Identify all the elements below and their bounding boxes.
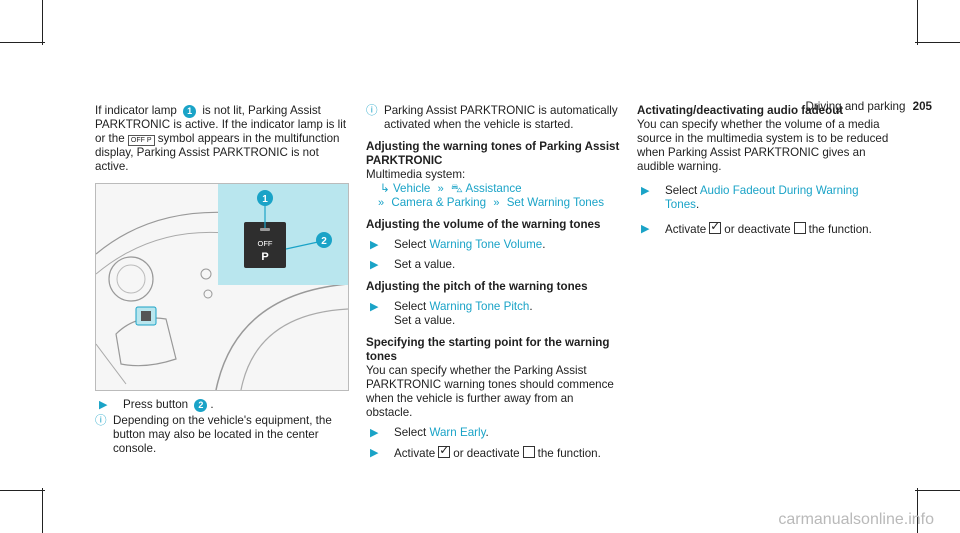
menu-path-2: » Camera & Parking » Set Warning Tones	[366, 196, 622, 210]
system-label: Multimedia system:	[366, 168, 466, 181]
menu-camera-parking[interactable]: Camera & Parking	[391, 196, 487, 209]
watermark: carmanualsonline.info	[778, 511, 934, 528]
info-note: ⓘ Parking Assist PARKTRONIC is automatic…	[366, 104, 618, 131]
checkbox-empty-icon	[793, 222, 806, 234]
step-arrow-icon: ▶	[370, 301, 379, 313]
double-chevron-icon: »	[493, 197, 500, 209]
heading-pitch: Adjusting the pitch of the warning tones	[366, 280, 588, 293]
crop-mark	[915, 42, 960, 43]
info-icon: ⓘ	[366, 104, 378, 117]
step-arrow-icon: ▶	[370, 259, 379, 271]
step-arrow-icon: ▶	[641, 223, 650, 235]
step-arrow-icon: ▶	[370, 447, 379, 459]
crop-mark	[0, 490, 45, 491]
checkbox-empty-icon	[522, 446, 535, 458]
callout-badge: 2	[194, 399, 208, 412]
step-select-volume: ▶ Select Warning Tone Volume.	[366, 238, 622, 252]
crop-mark	[917, 488, 918, 533]
paragraph-audio-fadeout: You can specify whether the volume of a …	[637, 118, 889, 173]
button-p-label: P	[261, 251, 268, 263]
menu-path-1: ↳ Vehicle » ⛍ Assistance	[366, 182, 622, 196]
heading-warning-tones: Adjusting the warning tones of Parking A…	[366, 140, 620, 167]
button-off-label: OFF	[258, 239, 273, 248]
step-arrow-icon: ▶	[99, 399, 108, 411]
column-middle: ⓘ Parking Assist PARKTRONIC is automatic…	[366, 104, 622, 461]
menu-vehicle[interactable]: Vehicle	[392, 182, 431, 195]
callout-badge: 1	[183, 105, 197, 118]
menu-assistance[interactable]: Assistance	[465, 182, 522, 195]
info-icon: ⓘ	[95, 414, 107, 427]
menu-warn-early[interactable]: Warn Early	[429, 426, 486, 439]
menu-set-warning-tones[interactable]: Set Warning Tones	[506, 196, 604, 209]
car-assist-icon: ⛍	[450, 182, 463, 195]
double-chevron-icon: »	[378, 197, 385, 209]
crop-mark	[915, 490, 960, 491]
page-header: Driving and parking 205	[806, 100, 932, 114]
heading-audio-fadeout: Activating/deactivating audio fadeout	[637, 104, 844, 117]
dashboard-illustration: OFF P 1 2	[96, 184, 348, 390]
step-select-audio-fadeout: ▶ Select Audio Fadeout During Warning To…	[637, 184, 895, 212]
menu-audio-fadeout[interactable]: Audio Fadeout During Warning Tones	[665, 184, 859, 211]
dashboard-figure: OFF P 1 2	[95, 183, 349, 391]
callout-2-number: 2	[321, 236, 327, 247]
menu-warning-tone-volume[interactable]: Warning Tone Volume	[429, 238, 543, 251]
crop-mark	[0, 42, 45, 43]
callout-2-marker	[316, 232, 332, 248]
column-left: If indicator lamp 1 is not lit, Parking …	[95, 104, 351, 174]
step-select-pitch: ▶ Select Warning Tone Pitch.Set a value.	[366, 300, 622, 328]
crop-mark	[917, 0, 918, 45]
crop-mark	[42, 488, 43, 533]
double-chevron-icon: »	[437, 183, 444, 195]
checkbox-checked-icon	[438, 443, 451, 458]
checkbox-checked-icon	[709, 219, 722, 234]
page-number: 205	[912, 100, 932, 113]
step-arrow-icon: ▶	[370, 239, 379, 251]
heading-volume: Adjusting the volume of the warning tone…	[366, 218, 601, 231]
crop-mark	[42, 0, 43, 45]
callout-1-number: 1	[262, 194, 268, 205]
menu-warning-tone-pitch[interactable]: Warning Tone Pitch	[429, 300, 530, 313]
step-arrow-icon: ▶	[641, 185, 650, 197]
paragraph-starting-point: You can specify whether the Parking Assi…	[366, 364, 614, 419]
step-press-button: ▶ Press button 2.	[95, 398, 351, 412]
parktronic-off-symbol-icon: OFF P	[127, 135, 155, 146]
section-title: Driving and parking	[805, 100, 906, 113]
column-left-lower: ▶ Press button 2. ⓘ Depending on the veh…	[95, 398, 351, 456]
step-select-warn-early: ▶ Select Warn Early.	[366, 426, 622, 440]
heading-starting-point: Specifying the starting point for the wa…	[366, 336, 610, 363]
step-arrow-icon: ▶	[370, 427, 379, 439]
step-set-value: ▶ Set a value.	[366, 258, 622, 272]
column-right: Activating/deactivating audio fadeout Yo…	[637, 104, 895, 237]
intro-paragraph: If indicator lamp 1 is not lit, Parking …	[95, 104, 347, 173]
callout-1-marker	[257, 190, 273, 206]
menu-arrow-icon: ↳	[380, 182, 390, 195]
info-note: ⓘ Depending on the vehicle's equipment, …	[95, 414, 332, 455]
